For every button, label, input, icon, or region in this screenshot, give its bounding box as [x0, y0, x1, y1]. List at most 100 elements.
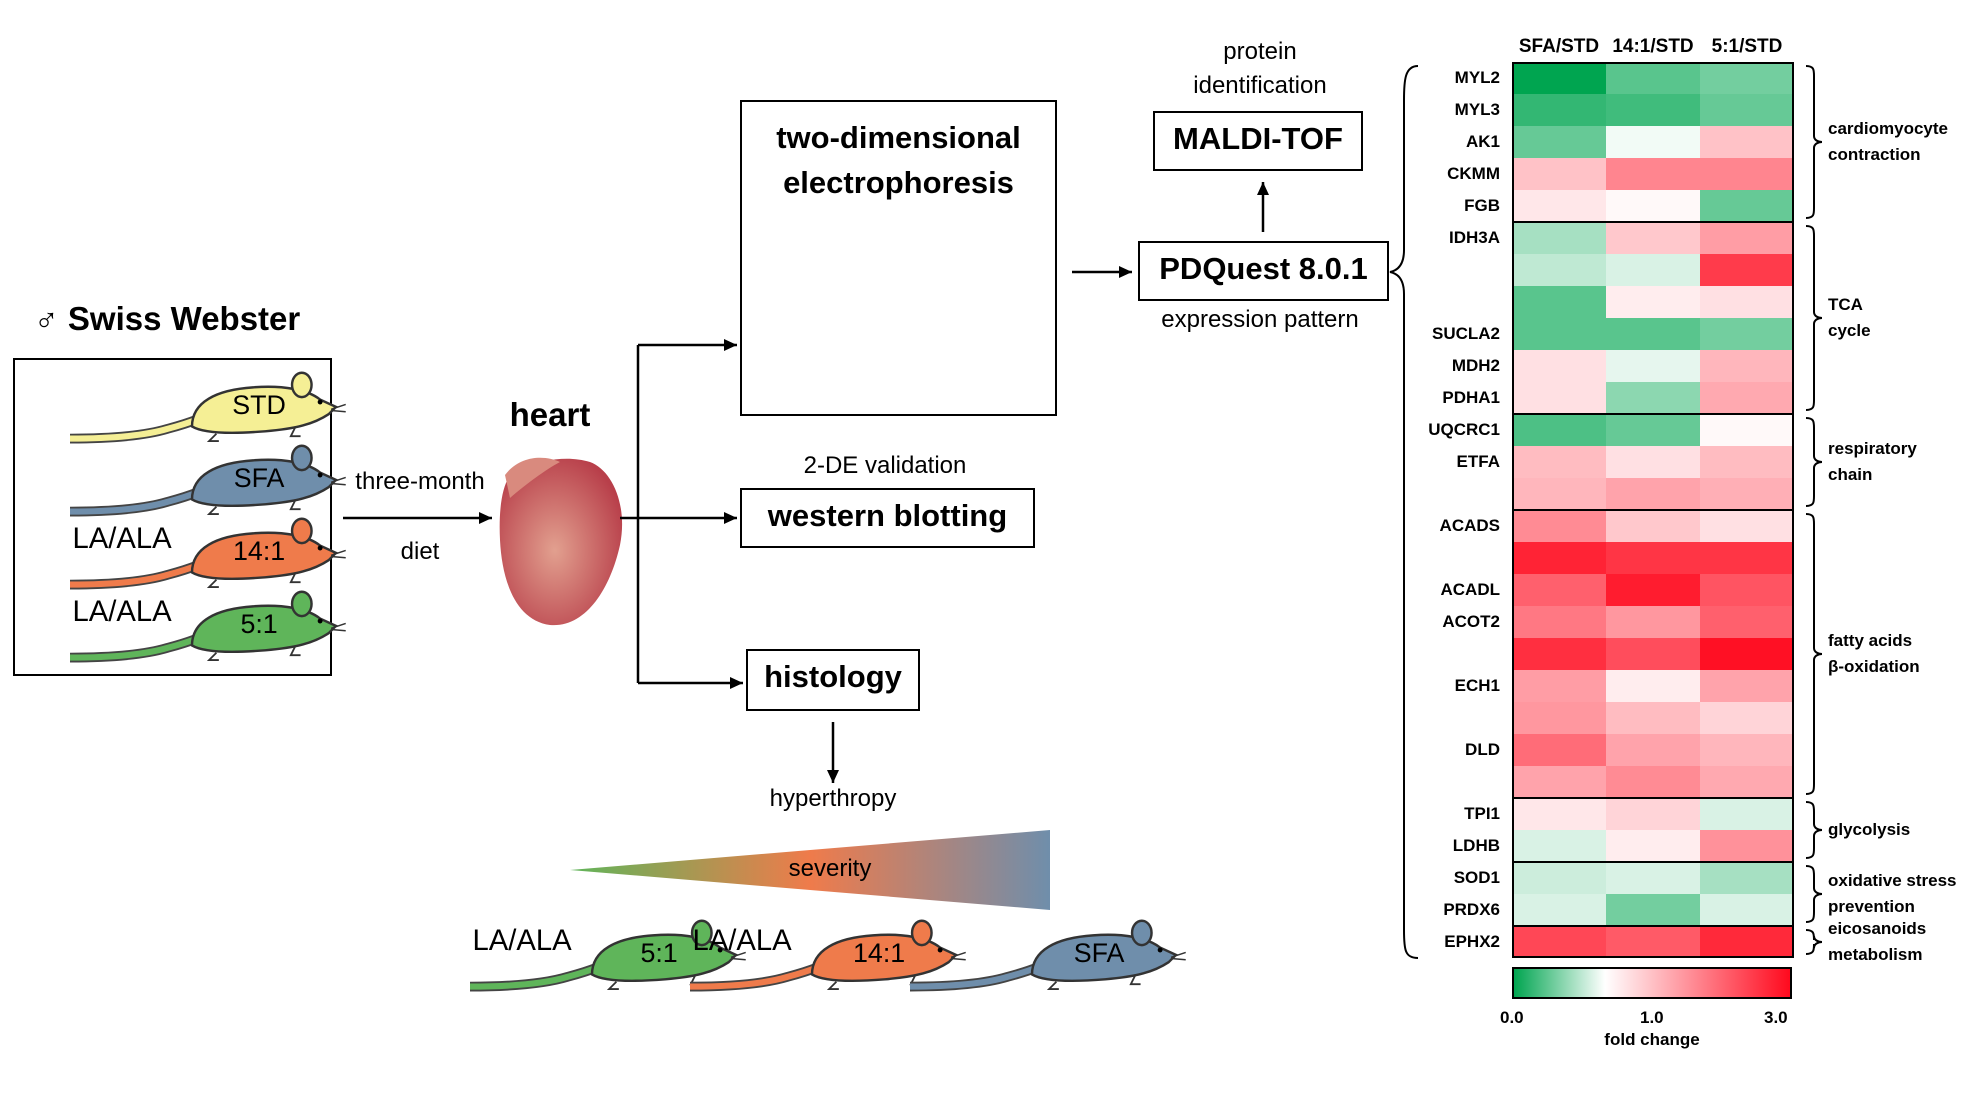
western-blotting-box: [740, 488, 1035, 548]
heatmap-cell: [1512, 478, 1606, 510]
heatmap-cell: [1700, 446, 1794, 478]
heatmap-cell: [1606, 318, 1700, 350]
diet-mouse-3: 5:1 LA/ALA: [69, 590, 346, 663]
group-brace: [1805, 513, 1823, 795]
heatmap-cell: [1700, 414, 1794, 446]
diet-label: diet: [400, 538, 440, 565]
colorbar-tick-label: 0.0: [1500, 1008, 1524, 1027]
heatmap-cell: [1606, 286, 1700, 318]
heatmap-cell: [1700, 894, 1794, 926]
diet-mouse-2: 14:1LA/ALA: [69, 517, 346, 590]
heatmap-cell: [1700, 126, 1794, 158]
heatmap-cell: [1700, 926, 1794, 958]
heatmap-cell: [1700, 606, 1794, 638]
heatmap-cell: [1512, 414, 1606, 446]
heatmap-cell: [1512, 94, 1606, 126]
heatmap-cell: [1512, 254, 1606, 286]
heatmap-cell: [1512, 158, 1606, 190]
heatmap-cell: [1700, 382, 1794, 414]
mouse-prefix-label: LA/ALA: [472, 924, 572, 957]
strain-heading: ♂ Swiss Webster: [34, 300, 300, 338]
severity-mouse-2: SFA: [909, 919, 1186, 992]
diet-mouse-1: SFA: [69, 444, 346, 517]
electrophoresis-box: [740, 100, 1057, 416]
heatmap-gene-label: ETFA: [1456, 452, 1500, 471]
heatmap-gene-label: SOD1: [1453, 868, 1500, 887]
heatmap-cell: [1606, 542, 1700, 574]
heatmap-cell: [1512, 222, 1606, 254]
heatmap-gene-label: ACADL: [1440, 580, 1501, 599]
heatmap-gene-label: LDHB: [1452, 836, 1500, 855]
mouse-group-label: 5:1: [240, 609, 277, 639]
heatmap-cell: [1606, 350, 1700, 382]
mouse-prefix-label: LA/ALA: [692, 924, 792, 957]
heatmap-cell: [1606, 670, 1700, 702]
heatmap-cell: [1700, 478, 1794, 510]
heatmap-column-header: 14:1/STD: [1612, 36, 1694, 57]
heatmap-cell: [1700, 222, 1794, 254]
maldi-caption-1: protein: [1223, 38, 1297, 65]
heatmap-cell: [1700, 286, 1794, 318]
pdquest-box: [1138, 241, 1389, 301]
diet-duration-label: three-month: [355, 468, 485, 495]
heatmap-cell: [1700, 158, 1794, 190]
heatmap-group-divider: [1512, 925, 1794, 927]
heatmap-gene-label: ACADS: [1439, 516, 1500, 535]
mouse-group-label: SFA: [234, 463, 285, 493]
heatmap-cell: [1512, 638, 1606, 670]
heatmap-gene-label: AK1: [1465, 132, 1500, 151]
severity-mouse-0: 5:1LA/ALA: [469, 919, 746, 992]
heatmap-cell: [1700, 350, 1794, 382]
heatmap-gene-label: PDHA1: [1442, 388, 1500, 407]
colorbar-label: fold change: [1604, 1030, 1700, 1049]
heatmap-cell: [1606, 830, 1700, 862]
heatmap-cell: [1700, 830, 1794, 862]
group-brace: [1805, 929, 1823, 955]
heatmap-cell: [1512, 62, 1606, 94]
mouse-prefix-label: LA/ALA: [72, 595, 172, 628]
heatmap-cell: [1512, 574, 1606, 606]
heatmap-cell: [1606, 478, 1700, 510]
heatmap-gene-label: FGB: [1464, 196, 1500, 215]
heatmap-cell: [1606, 862, 1700, 894]
mouse-group-label: 14:1: [233, 536, 285, 566]
hypertrophy-label: hyperthropy: [769, 785, 897, 812]
heatmap-cell: [1700, 318, 1794, 350]
heart-illustration: [499, 457, 623, 626]
heatmap-cell: [1512, 606, 1606, 638]
heatmap-cell: [1512, 446, 1606, 478]
heatmap-cell: [1512, 926, 1606, 958]
heatmap-cell: [1700, 542, 1794, 574]
arrow-to-hypertrophy: [827, 722, 839, 783]
heatmap-cell: [1512, 286, 1606, 318]
heatmap-cell: [1700, 254, 1794, 286]
heatmap-cell: [1606, 126, 1700, 158]
heatmap-cell: [1512, 670, 1606, 702]
pdquest-caption: expression pattern: [1161, 306, 1359, 333]
mouse-group-label: 14:1: [853, 938, 905, 968]
maldi-caption-2: identification: [1193, 72, 1327, 99]
heatmap-cell: [1512, 350, 1606, 382]
maldi-tof-title: MALDI-TOF: [1173, 121, 1343, 156]
heatmap-cell: [1512, 830, 1606, 862]
heatmap-cell: [1606, 62, 1700, 94]
heatmap-gene-label: TPI1: [1464, 804, 1500, 823]
heatmap-cell: [1700, 638, 1794, 670]
heatmap-cell: [1700, 862, 1794, 894]
branch-lines: [620, 345, 640, 683]
mouse-group-label: SFA: [1074, 938, 1125, 968]
heart-label: heart: [509, 396, 591, 433]
arrow-to-pdquest: [1072, 266, 1132, 278]
heatmap-cell: [1606, 382, 1700, 414]
heatmap-cell: [1606, 894, 1700, 926]
group-brace: [1805, 225, 1823, 411]
heatmap-cell: [1606, 158, 1700, 190]
heatmap-cell: [1700, 574, 1794, 606]
heatmap-cell: [1512, 126, 1606, 158]
heatmap-gene-label: ECH1: [1454, 676, 1500, 695]
heatmap-cell: [1700, 510, 1794, 542]
heatmap-cell: [1512, 734, 1606, 766]
heatmap-cell: [1700, 734, 1794, 766]
